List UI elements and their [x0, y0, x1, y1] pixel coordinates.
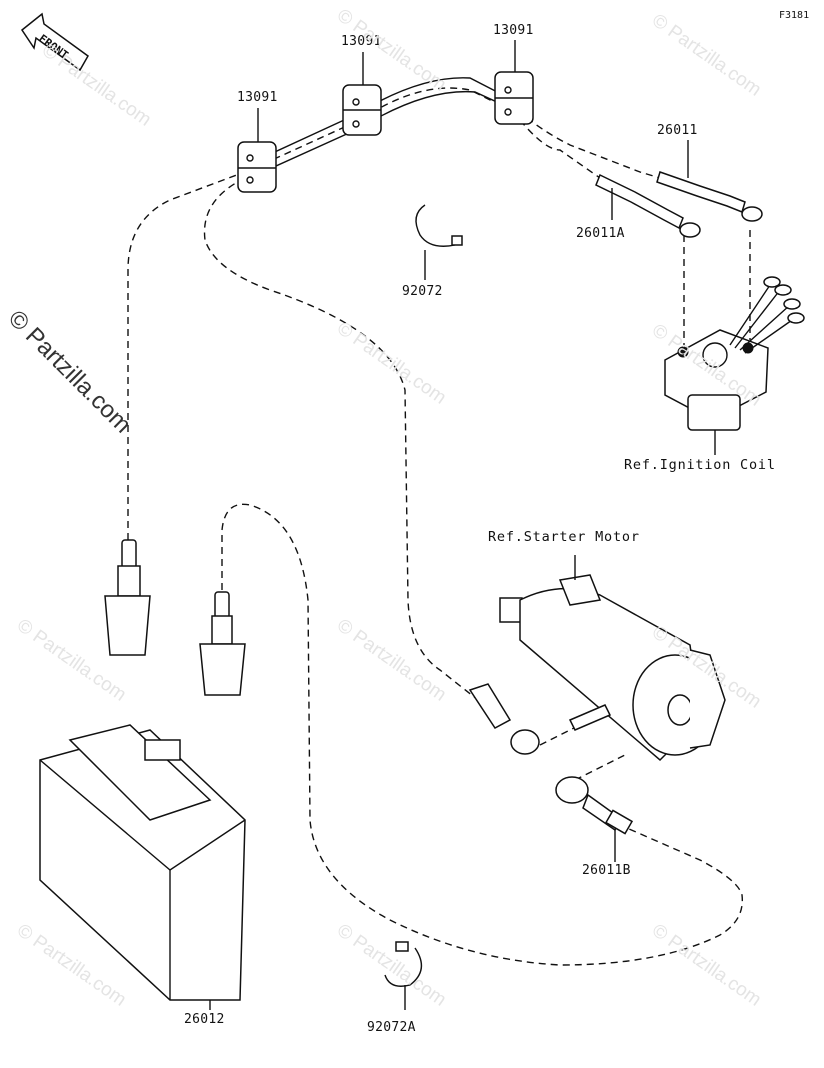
- label-clamp-left: 13091: [237, 90, 278, 105]
- harness-dashed-inner: [203, 177, 479, 701]
- label-cable-26011b: 26011B: [582, 863, 631, 878]
- clamp-right: [494, 71, 534, 125]
- harness-dashed-battery-neg: [221, 503, 744, 966]
- cable-26011: [656, 140, 763, 222]
- label-band-92072a: 92072A: [367, 1020, 416, 1035]
- label-cable-26011: 26011: [657, 123, 698, 138]
- label-clamp-right: 13091: [493, 23, 534, 38]
- label-ref-ignition-coil: Ref.Ignition Coil: [624, 457, 776, 473]
- battery-cable-pos: [104, 539, 151, 656]
- label-ref-starter-motor: Ref.Starter Motor: [488, 529, 640, 545]
- label-battery-26012: 26012: [184, 1012, 225, 1027]
- harness-dashed-left: [127, 87, 511, 540]
- label-clamp-middle: 13091: [341, 34, 382, 49]
- harness-dashed-a: [519, 119, 601, 179]
- starter-connector-b: [555, 776, 634, 862]
- battery: [39, 724, 246, 1010]
- clamp-middle: [342, 84, 382, 136]
- figure-code: F3181: [779, 10, 810, 21]
- battery-cable-neg: [199, 591, 246, 696]
- label-cable-26011a: 26011A: [576, 226, 625, 241]
- starter-motor: [499, 555, 726, 762]
- harness-dashed-right: [517, 109, 661, 179]
- ignition-coil: [664, 276, 805, 455]
- label-band-92072: 92072: [402, 284, 443, 299]
- front-arrow: FRONT: [20, 12, 89, 72]
- starter-connector-a: [468, 683, 612, 755]
- clamp-left: [237, 141, 277, 193]
- band-92072a: [384, 941, 423, 1010]
- band-92072: [415, 204, 463, 280]
- harness-dashed-starter-b: [574, 754, 626, 781]
- cable-26011a: [595, 173, 701, 238]
